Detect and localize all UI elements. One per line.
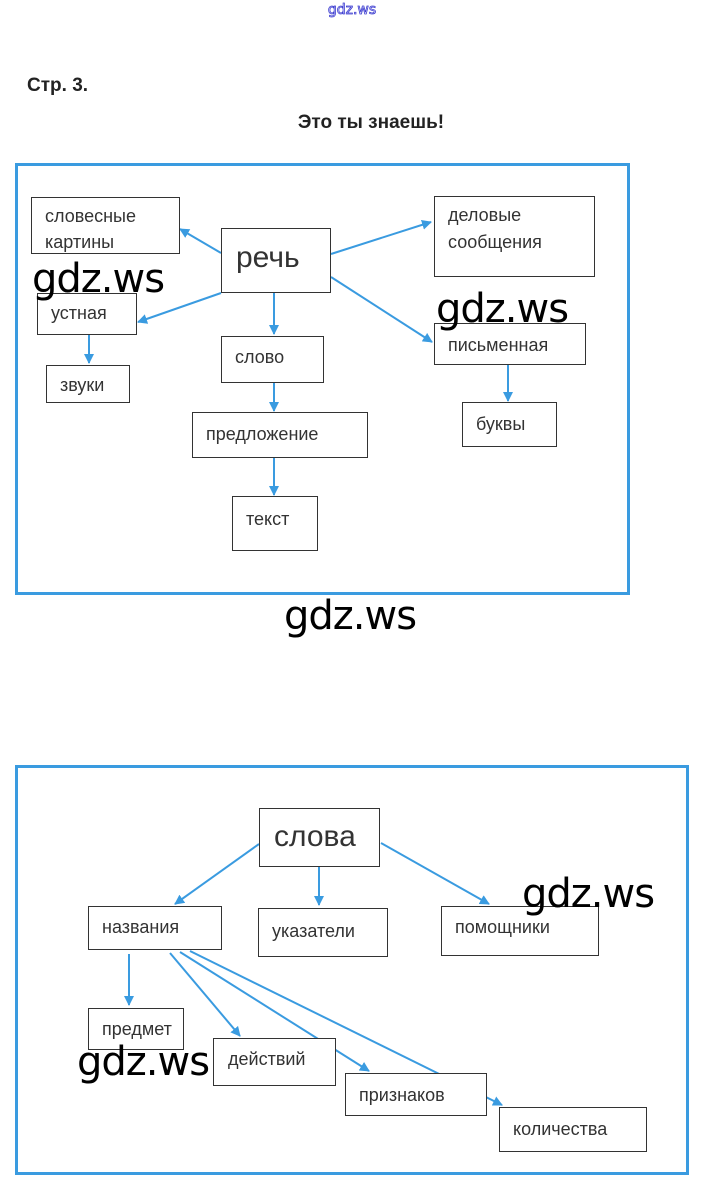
- watermark-top-link[interactable]: gdz.ws: [327, 2, 377, 19]
- node-pismennaya: письменная: [434, 323, 586, 365]
- node-slova: слова: [259, 808, 380, 867]
- node-priznakov: признаков: [345, 1073, 487, 1116]
- node-slovo: слово: [221, 336, 324, 383]
- node-predlozhenie: предложение: [192, 412, 368, 458]
- node-tekst: текст: [232, 496, 318, 551]
- node-delovye-soobshcheniya: деловые сообщения: [434, 196, 595, 277]
- watermark: gdz.ws: [436, 286, 569, 332]
- watermark: gdz.ws: [32, 256, 165, 302]
- diagram-words-frame: [15, 765, 689, 1175]
- node-pomoshchniki: помощники: [441, 906, 599, 956]
- watermark: gdz.ws: [77, 1039, 210, 1085]
- node-slovesnye-kartiny: словесные картины: [31, 197, 180, 254]
- node-predmet: предмет: [88, 1008, 184, 1050]
- section-title: Это ты знаешь!: [297, 112, 445, 133]
- watermark: gdz.ws: [284, 593, 417, 639]
- page-label: Стр. 3.: [27, 75, 89, 96]
- node-nazvaniya: названия: [88, 906, 222, 950]
- node-bukvy: буквы: [462, 402, 557, 447]
- node-ukazateli: указатели: [258, 908, 388, 957]
- node-rech: речь: [221, 228, 331, 293]
- diagram-speech-frame: [15, 163, 630, 595]
- node-ustnaya: устная: [37, 293, 137, 335]
- watermark: gdz.ws: [522, 871, 655, 917]
- node-deystviy: действий: [213, 1038, 336, 1086]
- node-zvuki: звуки: [46, 365, 130, 403]
- node-kolichestva: количества: [499, 1107, 647, 1152]
